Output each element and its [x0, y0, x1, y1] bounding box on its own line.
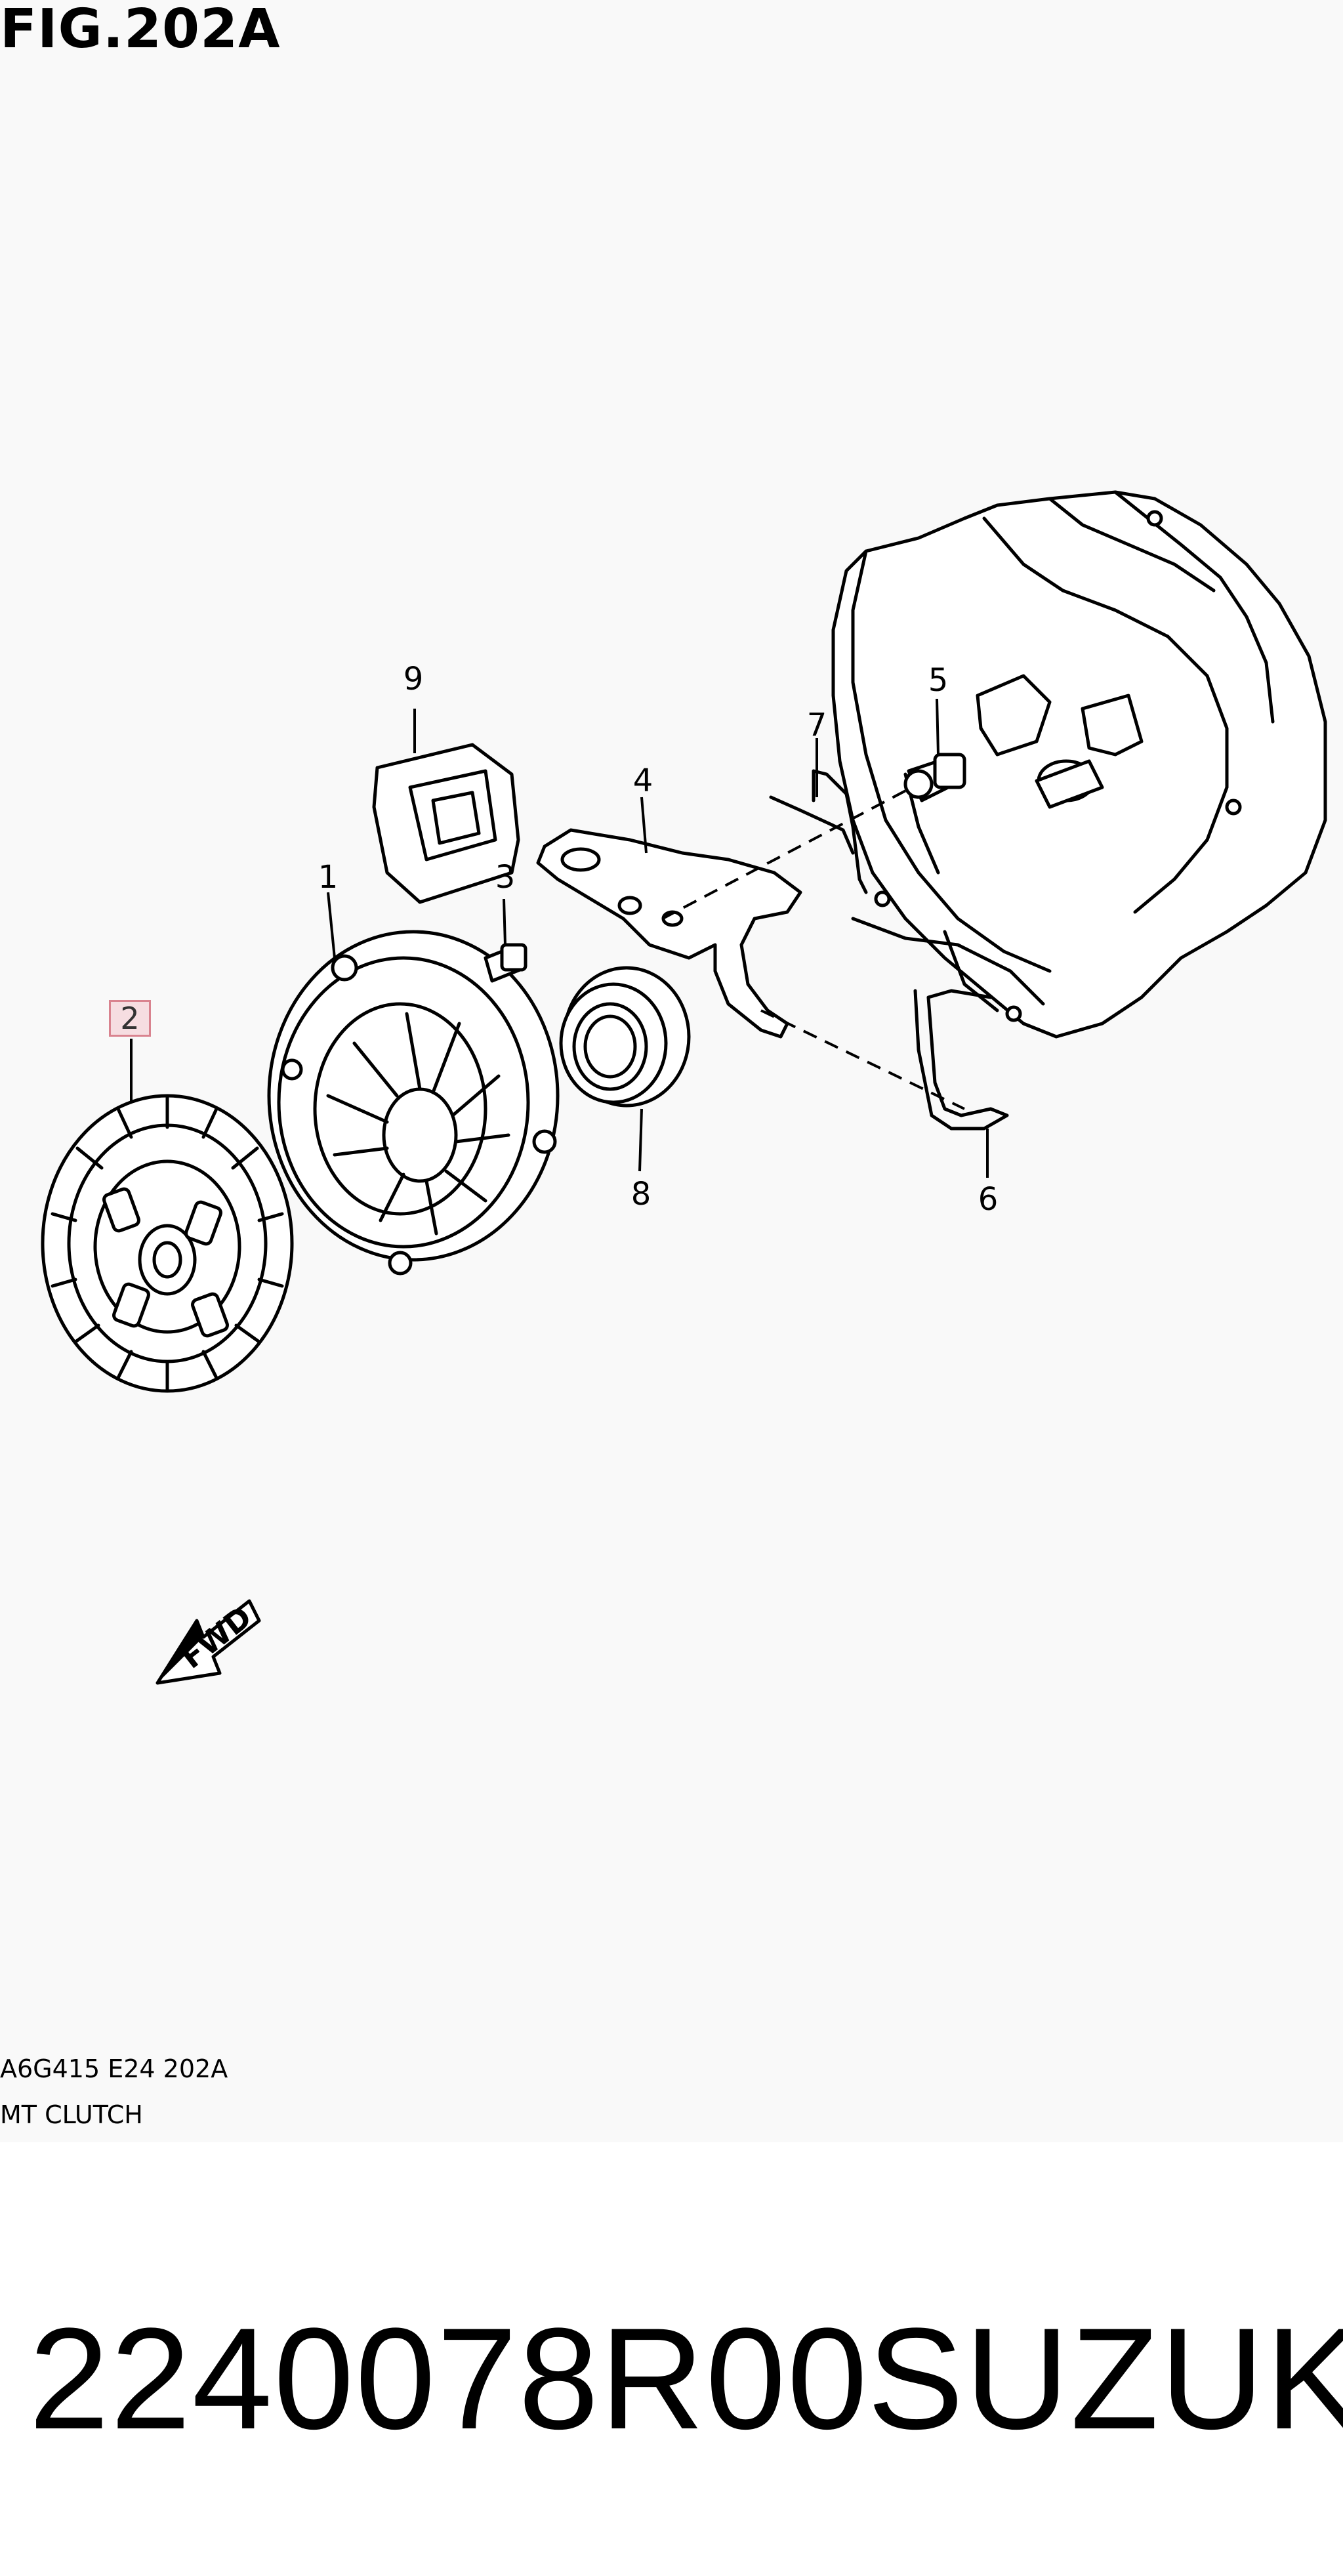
- fwd-arrow-icon: FWD: [155, 1599, 261, 1685]
- callout-2-highlighted[interactable]: 2: [109, 1000, 151, 1037]
- figure-title: FIG.202A: [0, 0, 281, 60]
- diagram-code: A6G415 E24 202A: [0, 2054, 228, 2083]
- pivot-stud: [903, 753, 966, 802]
- callout-9: 9: [403, 661, 424, 697]
- release-fork-boot: [372, 743, 520, 904]
- fork-clip: [913, 989, 1009, 1131]
- callout-1: 1: [318, 859, 339, 896]
- diagram-sheet: FIG.202A: [0, 0, 1327, 2129]
- callout-5: 5: [928, 662, 949, 699]
- clutch-disc: [41, 1094, 294, 1393]
- callout-7: 7: [806, 707, 827, 743]
- callout-6: 6: [978, 1181, 999, 1218]
- part-number: 2240078R00: [29, 2298, 869, 2459]
- callout-leaders: [130, 698, 989, 1178]
- callout-3: 3: [495, 859, 516, 896]
- callout-8: 8: [630, 1176, 651, 1213]
- assembly-guide-lines: [662, 786, 965, 1110]
- release-bearing: [559, 966, 691, 1108]
- brand-name: SUZUKI: [867, 2298, 1343, 2459]
- bearing-clip: [769, 769, 868, 894]
- diagram-name: MT CLUTCH: [0, 2100, 143, 2129]
- pressure-plate-assembly: [267, 930, 560, 1276]
- bolt: [484, 943, 527, 983]
- callout-4: 4: [632, 762, 653, 799]
- transmission-housing: [831, 490, 1327, 1039]
- exploded-clutch-diagram: FWD: [41, 490, 1327, 1685]
